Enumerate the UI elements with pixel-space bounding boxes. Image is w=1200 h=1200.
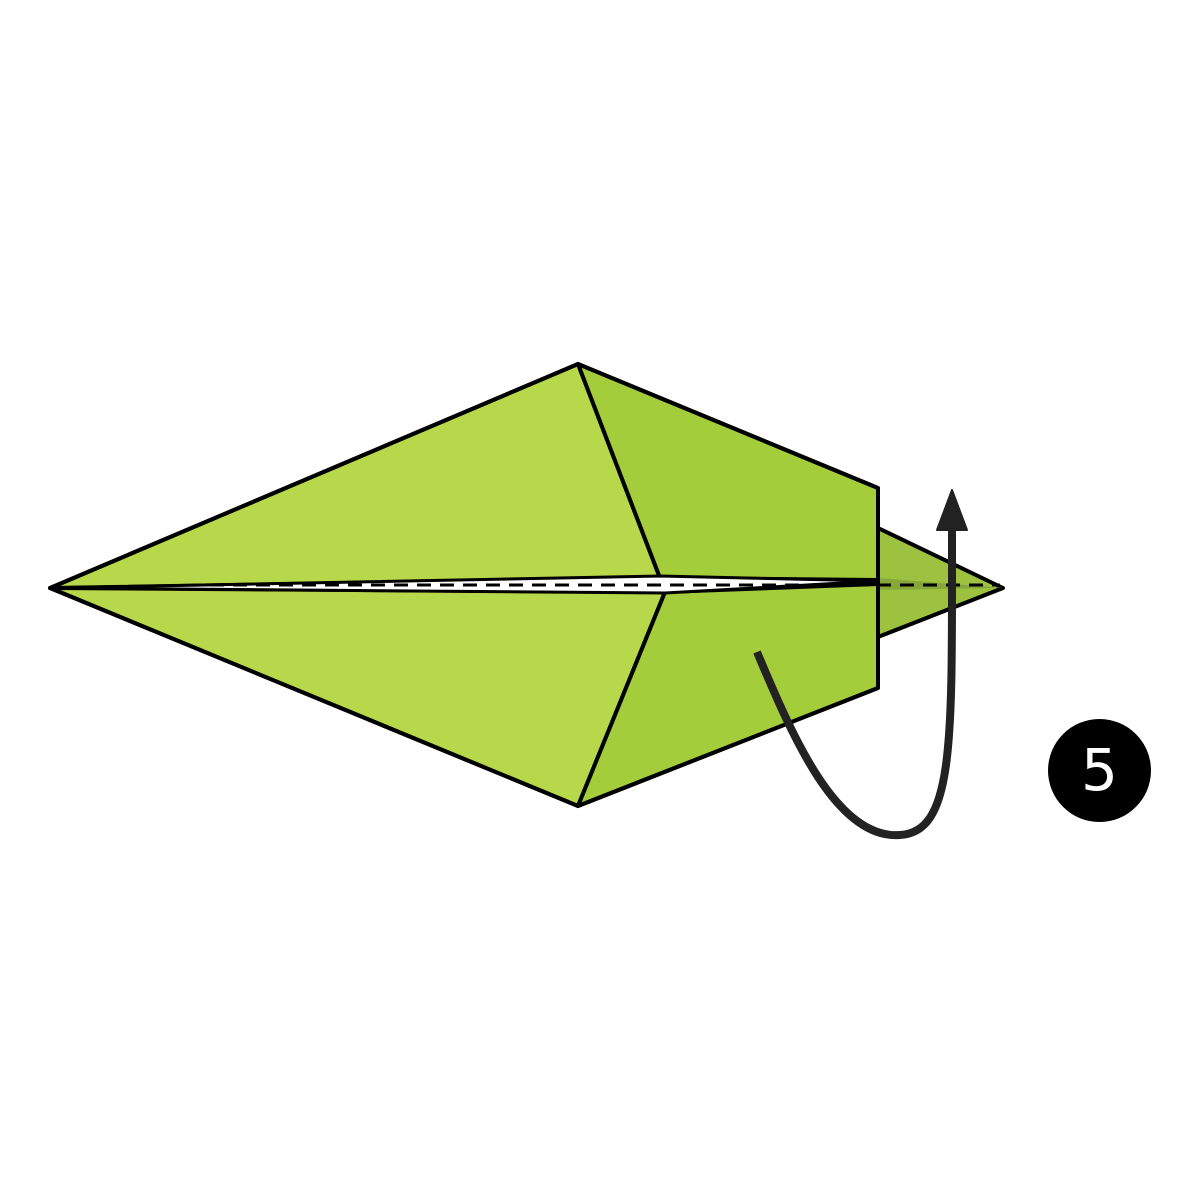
lower-left-panel xyxy=(48,586,667,808)
step-number: 5 xyxy=(1081,735,1118,804)
fold-arrow-path xyxy=(753,529,957,840)
body-outline xyxy=(49,362,880,808)
curved-arrow-up-icon xyxy=(753,489,968,840)
fold-arrow-head xyxy=(936,489,968,531)
tail-flap-shade xyxy=(878,578,1003,590)
step-number-badge: 5 xyxy=(1048,719,1151,822)
upper-left-panel xyxy=(48,362,662,590)
